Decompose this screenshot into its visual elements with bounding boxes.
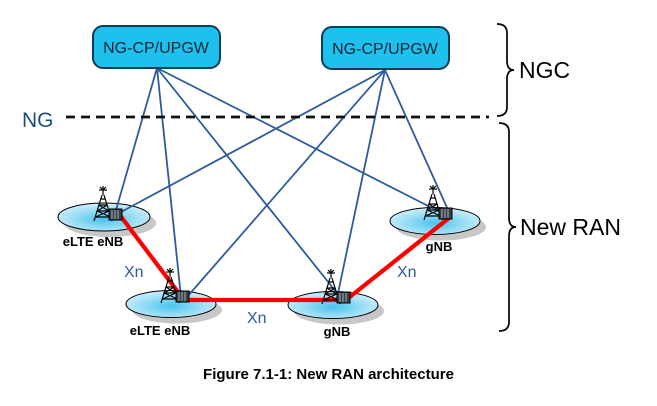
ng-label: NG [22,109,54,132]
ng-backhaul-link [115,67,158,211]
ng-backhaul-link [384,69,450,213]
ng-backhaul-link [336,69,386,299]
ran-node-gnb-1 [287,291,384,325]
ng-backhaul-link [186,69,386,298]
ran-node-gnb-2 [389,207,486,241]
xn-link [343,215,452,303]
ran-node-elte-enb-2 [125,290,222,324]
xn-label: Xn [247,310,267,327]
diagram-canvas: NG Xn Xn Xn NG-CP/UPGW NG-CP/UPGW eLTE e… [22,23,621,339]
core-node-label: NG-CP/UPGW [103,40,210,57]
xn-label: Xn [397,264,417,281]
base-station-icon [321,268,351,305]
core-node-label: NG-CP/UPGW [332,41,439,58]
new-ran-label: New RAN [520,214,621,240]
ng-backhaul-link [156,67,182,298]
ngc-brace [496,23,515,117]
ng-backhaul-link [120,69,386,213]
ran-node-label: gNB [324,324,351,339]
ran-node-label: eLTE eNB [130,323,190,338]
ng-backhaul-link [156,67,342,299]
ng-backhaul-links [115,67,450,299]
ng-backhaul-link [156,67,445,215]
core-node-ngcp-upgw-1: NG-CP/UPGW [92,25,221,69]
new-ran-brace [498,122,517,332]
core-node-box [92,25,221,69]
ngc-label: NGC [519,57,570,83]
ran-node-elte-enb-1 [57,202,156,237]
ran-node-label: gNB [426,239,453,254]
figure-caption: Figure 7.1-1: New RAN architecture [203,366,454,383]
xn-label: Xn [124,264,144,281]
ran-node-label: eLTE eNB [63,234,123,249]
base-station-icon [423,184,453,221]
core-node-ngcp-upgw-2: NG-CP/UPGW [321,26,450,70]
core-node-box [321,26,450,70]
